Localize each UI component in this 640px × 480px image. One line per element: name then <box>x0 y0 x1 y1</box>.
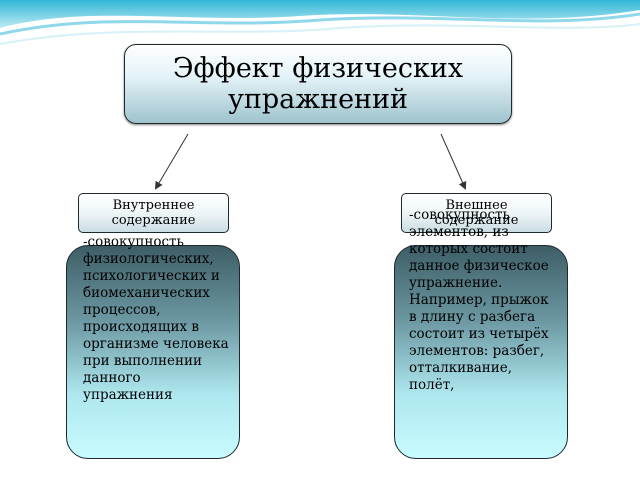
internal-content-box <box>66 245 240 459</box>
diagram-title: Эффект физических упражнений <box>124 44 512 124</box>
external-content-box <box>394 245 568 459</box>
external-content-text: -совокупность элементов, из которых сост… <box>409 207 554 393</box>
arrow-to-internal <box>154 133 189 190</box>
arrow-to-external <box>440 133 467 190</box>
decorative-wave <box>0 0 640 45</box>
internal-content-text: -совокупность физиологических, психологи… <box>83 234 229 403</box>
external-content-label: Внешнее содержание <box>401 193 552 233</box>
internal-content-label: Внутреннее содержание <box>78 193 229 233</box>
